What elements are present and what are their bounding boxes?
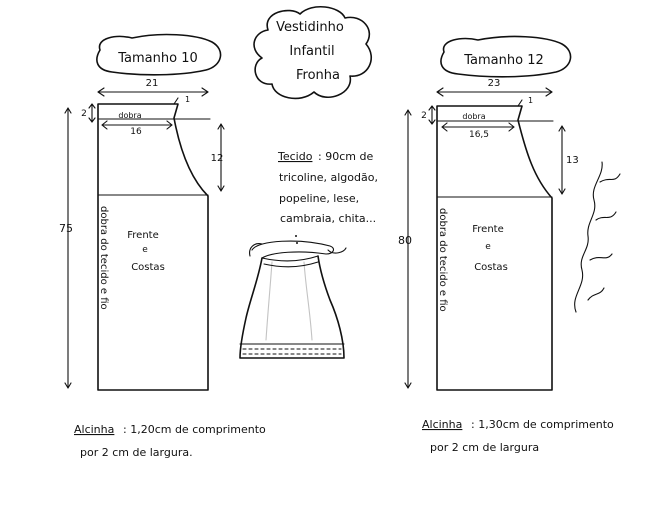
piece-line-1-12: Frente (472, 224, 503, 235)
pattern-size-10: Tamanho 10 21 dobra 16 1 2 12 75 dobra d… (59, 33, 266, 459)
armhole-depth-label: 12 (211, 153, 224, 164)
fabric-line-4: cambraia, chita... (280, 212, 376, 225)
top-length-label: 2 (81, 109, 87, 119)
dress-illustration (239, 235, 347, 359)
fold-width-label: 16 (130, 127, 142, 137)
piece-line-1: Frente (127, 230, 158, 241)
strap-line-1: : 1,20cm de comprimento (123, 423, 266, 436)
strap-line-1-12: : 1,30cm de comprimento (471, 418, 614, 431)
size-label: Tamanho 10 (117, 51, 198, 66)
strap-line-2: por 2 cm de largura. (80, 446, 193, 459)
pattern-size-12: Tamanho 12 23 dobra 16,5 1 2 13 80 dobra… (398, 35, 614, 454)
piece-line-2: e (142, 245, 148, 255)
piece-line-3: Costas (131, 262, 165, 273)
size-label-12: Tamanho 12 (463, 53, 544, 68)
corner-mark-12: 1 (528, 96, 533, 105)
strap-line-2-12: por 2 cm de largura (430, 441, 539, 454)
length-label-12: 80 (398, 234, 412, 247)
armhole-depth-label-12: 13 (566, 155, 579, 166)
fold-label: dobra (118, 111, 141, 120)
top-width-label-12: 23 (488, 78, 501, 89)
fabric-note: Tecido : 90cm de tricoline, algodão, pop… (277, 150, 378, 225)
piece-line-2-12: e (485, 242, 491, 252)
fold-label-12: dobra (462, 112, 485, 121)
length-label: 75 (59, 222, 73, 235)
fabric-line-2: tricoline, algodão, (279, 171, 378, 184)
title-line-3: Fronha (296, 68, 340, 83)
title-cloud: Vestidinho Infantil Fronha (253, 6, 372, 100)
pattern-outline-12 (436, 105, 553, 391)
fold-width-label-12: 16,5 (469, 130, 489, 140)
fold-side-label-12: dobra do tecido e fio (437, 208, 448, 312)
fabric-label: Tecido (277, 150, 313, 163)
signature (574, 161, 621, 313)
piece-line-3-12: Costas (474, 262, 508, 273)
title-line-2: Infantil (289, 44, 334, 59)
title-line-1: Vestidinho (276, 20, 344, 35)
strap-label-12: Alcinha (422, 418, 462, 431)
top-length-label-12: 2 (421, 111, 427, 121)
size-badge-outline (96, 33, 222, 76)
top-width-label: 21 (146, 78, 159, 89)
fold-side-label: dobra do tecido e fio (98, 206, 109, 310)
pattern-outline (97, 103, 209, 391)
corner-mark: 1 (185, 95, 190, 104)
size-badge-outline-12 (440, 35, 572, 78)
strap-label: Alcinha (74, 423, 114, 436)
fabric-line-3: popeline, lese, (279, 192, 359, 205)
fabric-line-1: : 90cm de (318, 150, 373, 163)
